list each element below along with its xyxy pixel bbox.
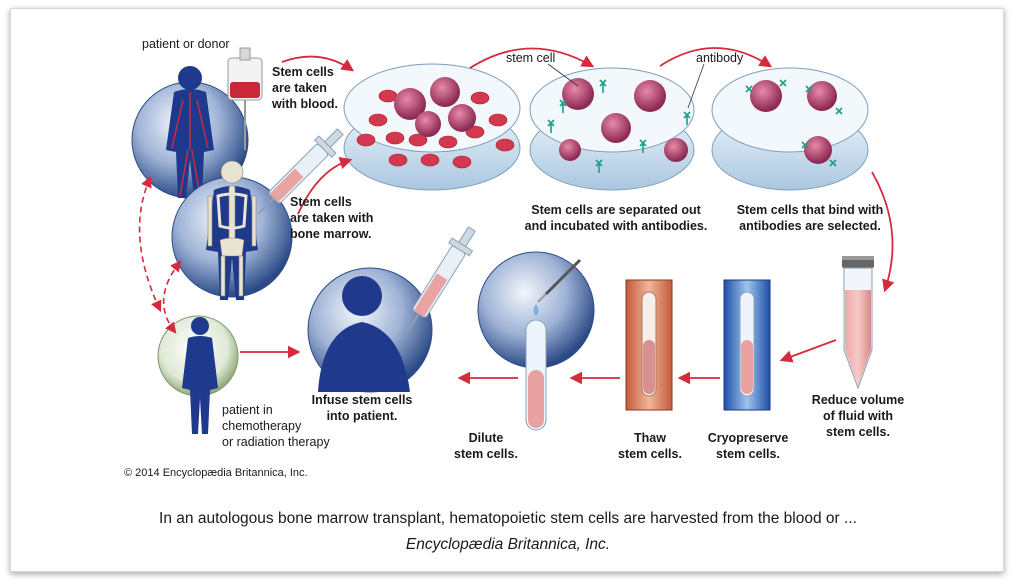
patient-donor-bubble bbox=[131, 66, 249, 199]
label-blood-3: with blood. bbox=[271, 97, 338, 111]
figure-caption: In an autologous bone marrow transplant,… bbox=[159, 510, 857, 527]
pointer-antibody bbox=[687, 63, 705, 109]
label-dilute-2: stem cells. bbox=[454, 447, 518, 461]
arrow-dish3-to-tube bbox=[871, 171, 895, 293]
thaw-panel bbox=[625, 279, 673, 411]
iv-blood-bag-icon bbox=[227, 47, 263, 150]
patient-therapy-bubble bbox=[157, 315, 239, 434]
arrow-skeleton-to-patient bbox=[162, 260, 182, 334]
arrow-marrow-to-dish bbox=[297, 156, 353, 215]
label-reduce-1: Reduce volume bbox=[812, 393, 904, 407]
infuse-bubble bbox=[307, 267, 433, 393]
label-selected-2: antibodies are selected. bbox=[739, 219, 881, 233]
label-reduce-2: of fluid with bbox=[823, 409, 893, 423]
dish-stem-cells-blood bbox=[343, 63, 521, 191]
label-stem-cell: stem cell bbox=[506, 51, 555, 65]
label-thaw-1: Thaw bbox=[634, 431, 666, 445]
label-separated-1: Stem cells are separated out bbox=[531, 203, 701, 217]
conical-tube-icon bbox=[842, 256, 874, 390]
arrow-tube-to-cryo bbox=[779, 339, 837, 363]
label-marrow-3: bone marrow. bbox=[290, 227, 372, 241]
arrow-dish2-to-dish3 bbox=[659, 47, 773, 68]
label-infuse-2: into patient. bbox=[327, 409, 398, 423]
label-blood-2: are taken bbox=[272, 81, 327, 95]
dilute-bubble bbox=[477, 251, 595, 431]
label-therapy-1: patient in bbox=[222, 403, 273, 417]
label-marrow-2: are taken with bbox=[290, 211, 373, 225]
cryopreserve-panel bbox=[723, 279, 771, 411]
pointer-stem-cell bbox=[547, 63, 579, 87]
marrow-syringe-icon bbox=[257, 128, 344, 215]
label-blood-1: Stem cells bbox=[272, 65, 334, 79]
figure-credit: Encyclopædia Britannica, Inc. bbox=[405, 536, 611, 553]
dish-antibody-incubation bbox=[529, 67, 695, 191]
label-selected-1: Stem cells that bind with bbox=[737, 203, 884, 217]
label-reduce-3: stem cells. bbox=[826, 425, 890, 439]
label-dilute-1: Dilute bbox=[469, 431, 504, 445]
label-antibody: antibody bbox=[696, 51, 744, 65]
infuse-syringe-icon bbox=[406, 226, 476, 334]
label-cryo-2: stem cells. bbox=[716, 447, 780, 461]
label-patient-donor: patient or donor bbox=[142, 37, 230, 51]
label-separated-2: and incubated with antibodies. bbox=[525, 219, 708, 233]
label-therapy-3: or radiation therapy bbox=[222, 435, 330, 449]
copyright-notice: © 2014 Encyclopædia Britannica, Inc. bbox=[124, 467, 308, 479]
label-infuse-1: Infuse stem cells bbox=[312, 393, 413, 407]
arrow-patient-to-skeleton bbox=[138, 175, 162, 313]
label-thaw-2: stem cells. bbox=[618, 447, 682, 461]
arrow-dish1-to-dish2 bbox=[469, 47, 595, 69]
arrow-blood-to-dish bbox=[281, 55, 355, 72]
skeleton-bubble bbox=[171, 160, 293, 300]
label-cryo-1: Cryopreserve bbox=[708, 431, 789, 445]
dish-selected-cells bbox=[711, 67, 869, 191]
label-therapy-2: chemotherapy bbox=[222, 419, 302, 433]
label-marrow-1: Stem cells bbox=[290, 195, 352, 209]
